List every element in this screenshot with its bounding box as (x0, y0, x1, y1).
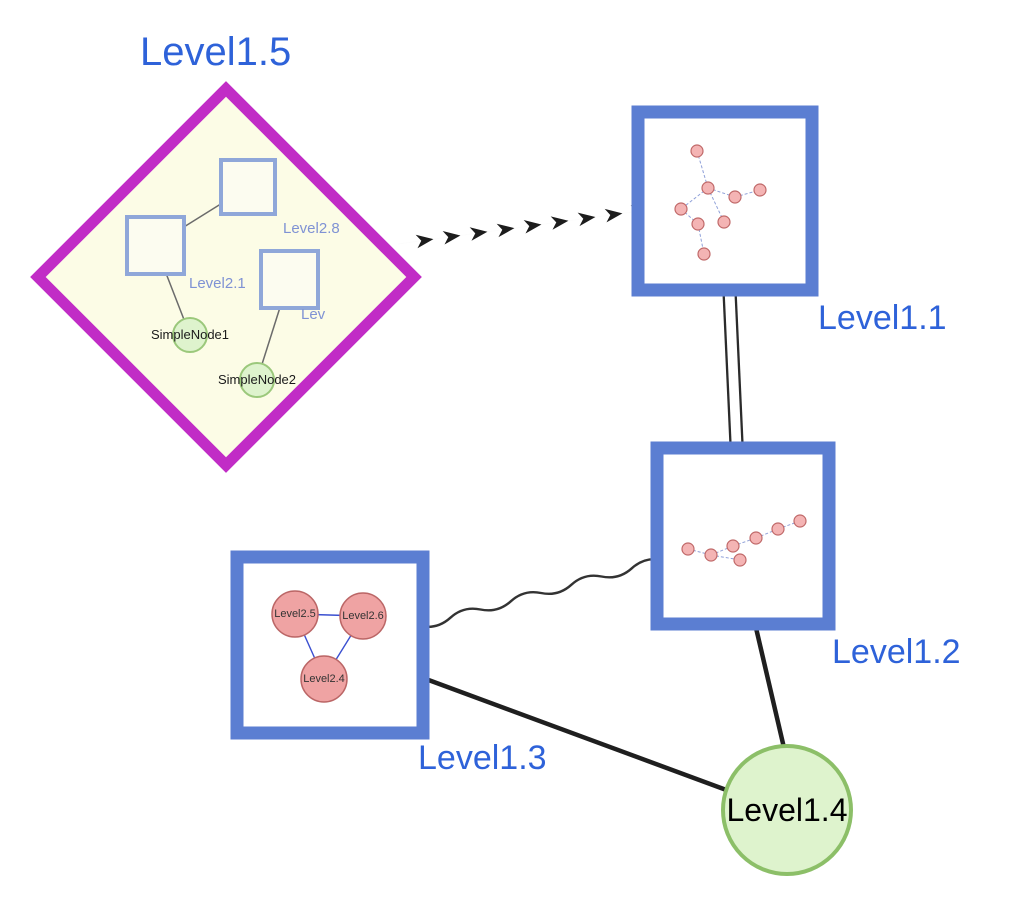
label-level26: Level2.6 (342, 610, 384, 622)
label-level11: Level1.1 (818, 299, 947, 337)
label-level24: Level2.4 (303, 673, 345, 685)
edge-level13-level14[interactable] (414, 672, 749, 801)
node-level26-circle[interactable] (339, 592, 387, 640)
label-level15: Level1.5 (140, 30, 292, 74)
edge-level11-level12-line1[interactable] (721, 279, 733, 456)
edge-level11-level12-line2[interactable] (733, 279, 745, 456)
level12-mini-nodes[interactable] (681, 514, 807, 567)
node-level12-box[interactable] (650, 441, 836, 631)
label-simplenode2: SimpleNode2 (217, 372, 297, 387)
node-level25-circle[interactable] (271, 590, 319, 638)
node-simplenode1-circle[interactable] (172, 317, 208, 353)
node-level21-square[interactable] (125, 215, 186, 276)
node-level11-box[interactable] (631, 105, 819, 297)
node-lev-square[interactable] (259, 249, 320, 310)
label-simplenode1: SimpleNode1 (150, 327, 230, 342)
edge-level15-level11[interactable] (398, 205, 649, 249)
edge-level13-level12-wavy[interactable] (419, 557, 663, 629)
label-level21: Level2.1 (189, 275, 246, 292)
level11-mini-nodes[interactable] (674, 144, 767, 261)
node-level24-circle[interactable] (300, 655, 348, 703)
edge-level12-level14[interactable] (750, 614, 791, 766)
label-lev: Lev (301, 306, 326, 323)
label-level25: Level2.5 (274, 608, 316, 620)
node-level15-diamond[interactable] (30, 81, 422, 473)
label-level14: Level1.4 (726, 792, 848, 828)
node-simplenode2-circle[interactable] (239, 362, 275, 398)
node-level13-box[interactable] (230, 550, 430, 740)
label-level12: Level1.2 (832, 633, 961, 671)
label-level13: Level1.3 (418, 739, 547, 777)
node-level28-square[interactable] (219, 158, 277, 216)
label-level28: Level2.8 (283, 220, 340, 237)
node-level14-circle[interactable] (721, 744, 853, 876)
